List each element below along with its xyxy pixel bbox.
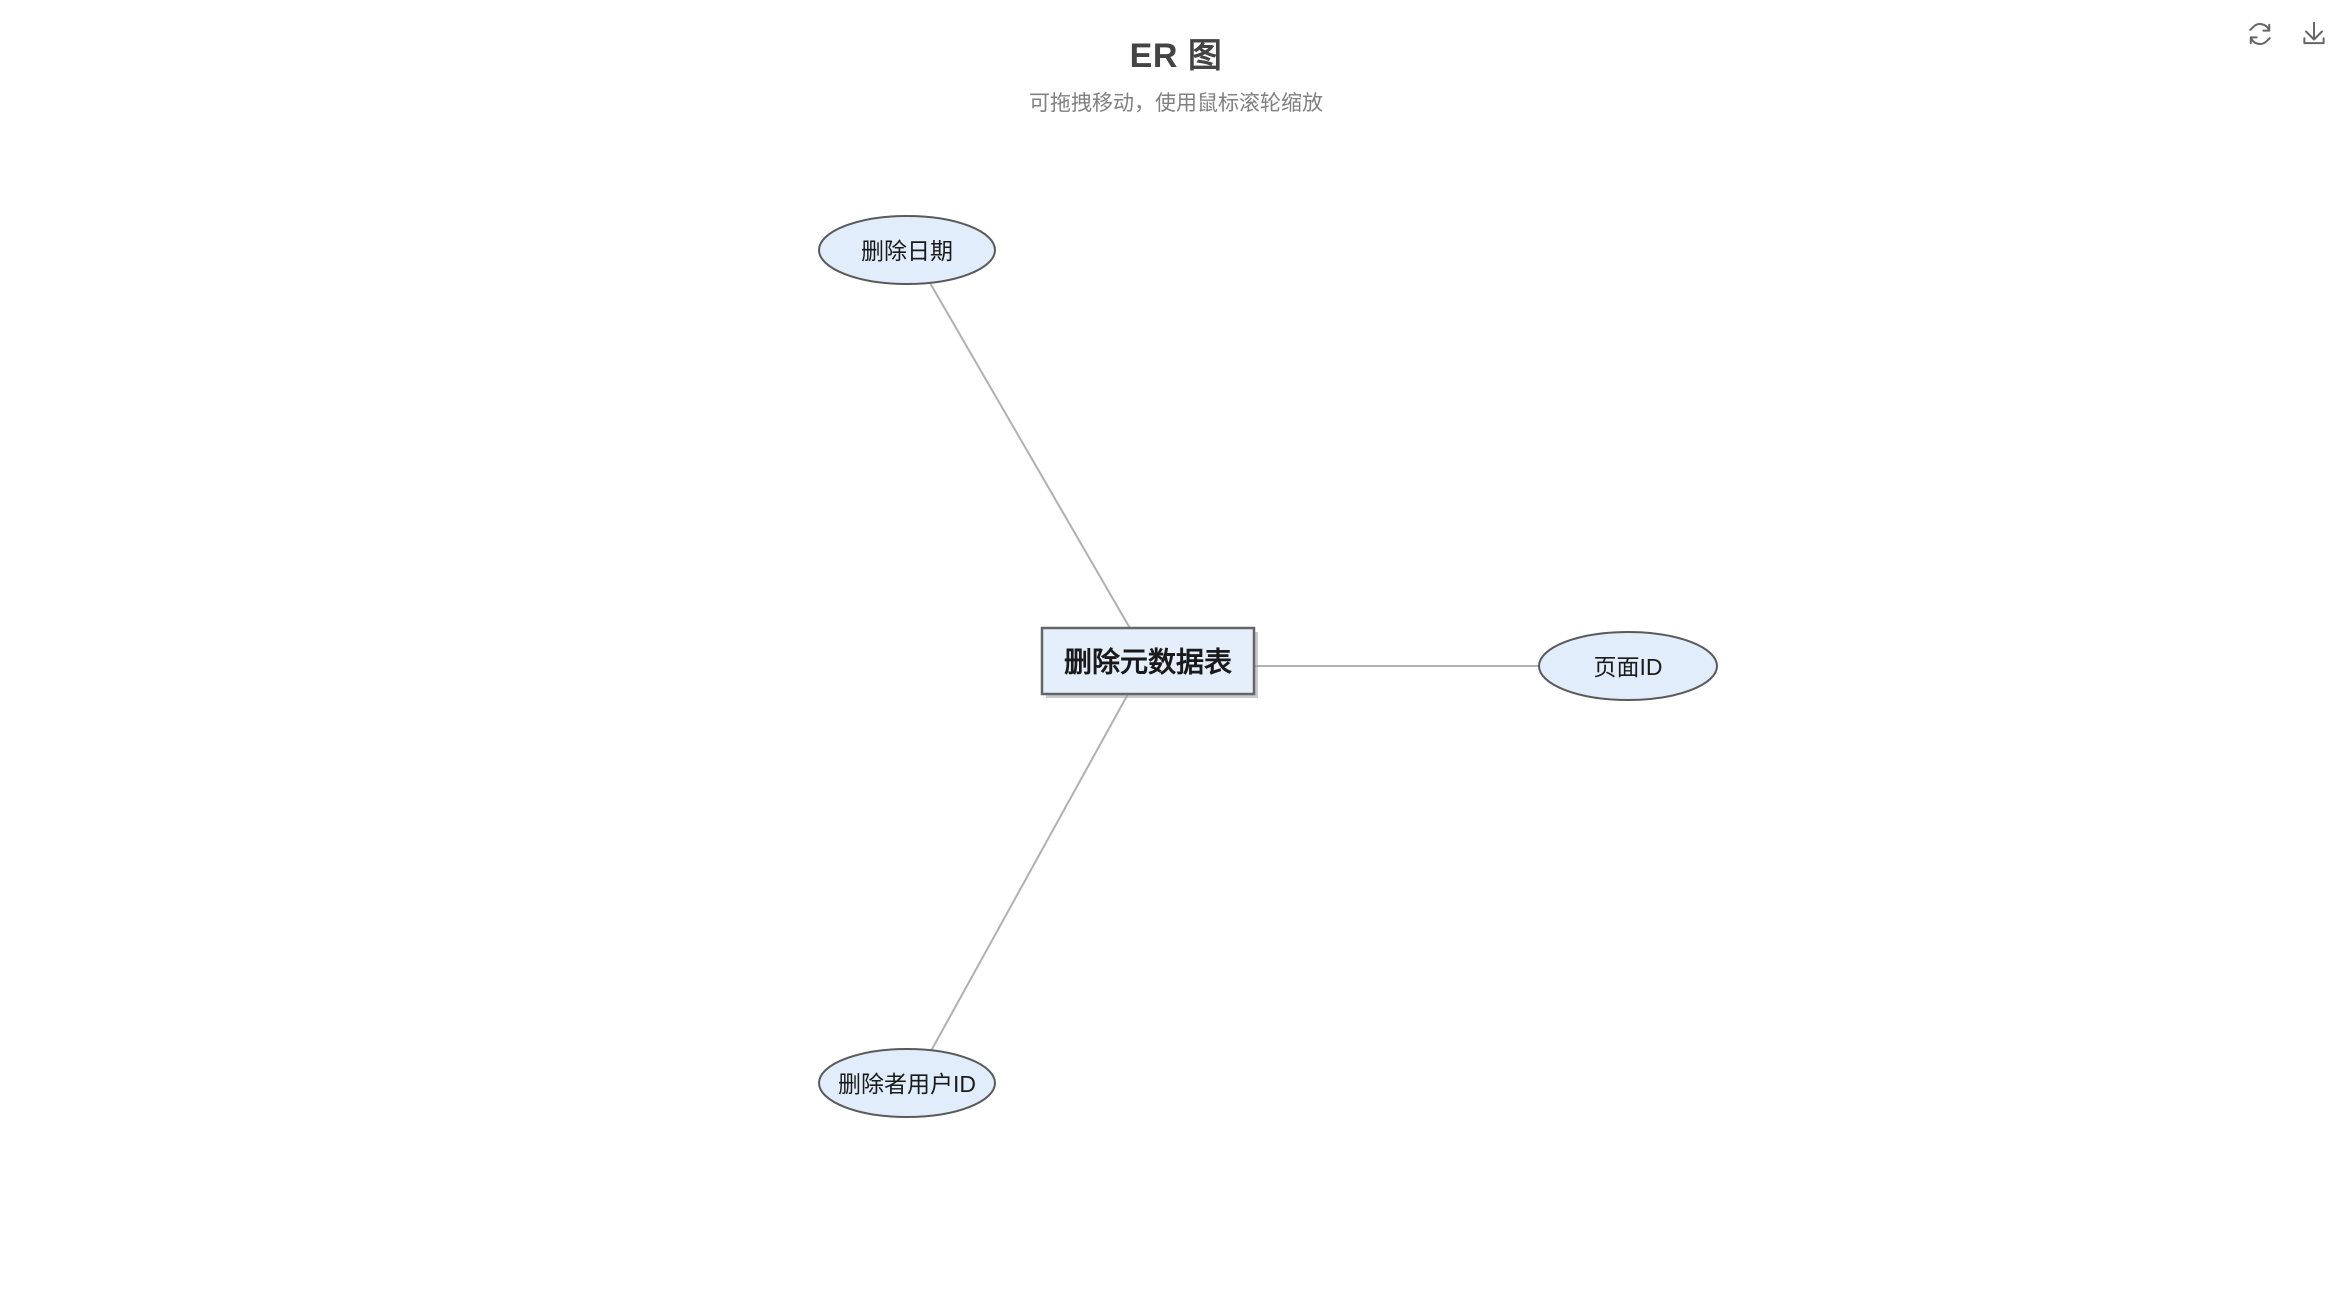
entity-node[interactable]: 删除元数据表: [1040, 626, 1258, 698]
attribute-label: 删除日期: [861, 238, 953, 264]
attribute-ellipse: [818, 215, 996, 285]
reset-view-button[interactable]: [2238, 12, 2282, 56]
attribute-label: 页面ID: [1594, 654, 1663, 680]
attribute-node[interactable]: 删除者用户ID: [818, 1048, 996, 1118]
attribute-node[interactable]: 删除日期: [818, 215, 996, 285]
download-icon: [2299, 19, 2329, 49]
attribute-ellipse: [1538, 631, 1718, 701]
edge-connector: [929, 282, 1132, 631]
edge-connector: [930, 693, 1129, 1052]
download-button[interactable]: [2292, 12, 2336, 56]
entity-label: 删除元数据表: [1064, 646, 1232, 678]
toolbar: [2238, 0, 2352, 56]
entity-box: [1040, 626, 1256, 696]
attribute-ellipse: [818, 1048, 996, 1118]
attribute-node[interactable]: 页面ID: [1538, 631, 1718, 701]
attribute-label: 删除者用户ID: [838, 1071, 976, 1097]
refresh-icon: [2245, 19, 2275, 49]
edges-layer: [929, 282, 1540, 1052]
